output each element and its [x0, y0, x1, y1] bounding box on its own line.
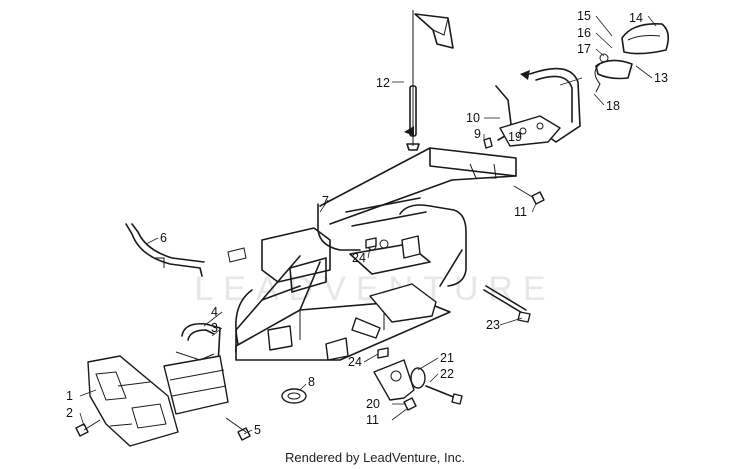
rear-grab-bar-part[interactable] — [495, 67, 581, 147]
rear-mount-part[interactable] — [373, 359, 463, 405]
callout-24b: 24 — [348, 355, 362, 369]
callout-23: 23 — [486, 318, 500, 332]
callout-17: 17 — [577, 42, 591, 56]
callout-18: 18 — [606, 99, 620, 113]
callout-2: 2 — [66, 406, 73, 420]
callout-13: 13 — [654, 71, 668, 85]
callout-10: 10 — [466, 111, 480, 125]
callout-16: 16 — [577, 26, 591, 40]
callout-19: 19 — [508, 130, 522, 144]
fastener-bolts — [75, 137, 545, 441]
callout-20: 20 — [366, 397, 380, 411]
flag-whip-part[interactable] — [404, 10, 454, 151]
callout-21: 21 — [440, 351, 454, 365]
front-brace-part[interactable] — [125, 223, 247, 277]
callout-labels: 1 2 3 4 5 6 7 8 9 10 11 11 12 13 14 15 1… — [66, 9, 668, 437]
tail-light-part[interactable] — [594, 22, 670, 93]
callout-11b: 11 — [366, 413, 379, 427]
main-frame-part[interactable] — [235, 147, 517, 361]
callout-7: 7 — [322, 194, 329, 208]
callout-12: 12 — [376, 76, 390, 90]
callout-11a: 11 — [514, 205, 527, 219]
callout-9: 9 — [474, 127, 481, 141]
callout-24a: 24 — [352, 251, 366, 265]
callout-15: 15 — [577, 9, 591, 23]
callout-8: 8 — [308, 375, 315, 389]
callout-22: 22 — [440, 367, 454, 381]
bushing-part[interactable] — [281, 388, 307, 404]
front-bumper-bracket-part[interactable] — [163, 322, 229, 415]
callout-1: 1 — [66, 389, 73, 403]
callout-3: 3 — [211, 321, 218, 335]
long-bolt-part[interactable] — [483, 285, 531, 323]
footer-credit: Rendered by LeadVenture, Inc. — [285, 450, 465, 465]
callout-4: 4 — [211, 305, 218, 319]
callout-14: 14 — [629, 11, 643, 25]
front-bumper-part[interactable] — [87, 355, 179, 447]
callout-6: 6 — [160, 231, 167, 245]
callout-5: 5 — [254, 423, 261, 437]
callout-leaders — [79, 15, 657, 435]
